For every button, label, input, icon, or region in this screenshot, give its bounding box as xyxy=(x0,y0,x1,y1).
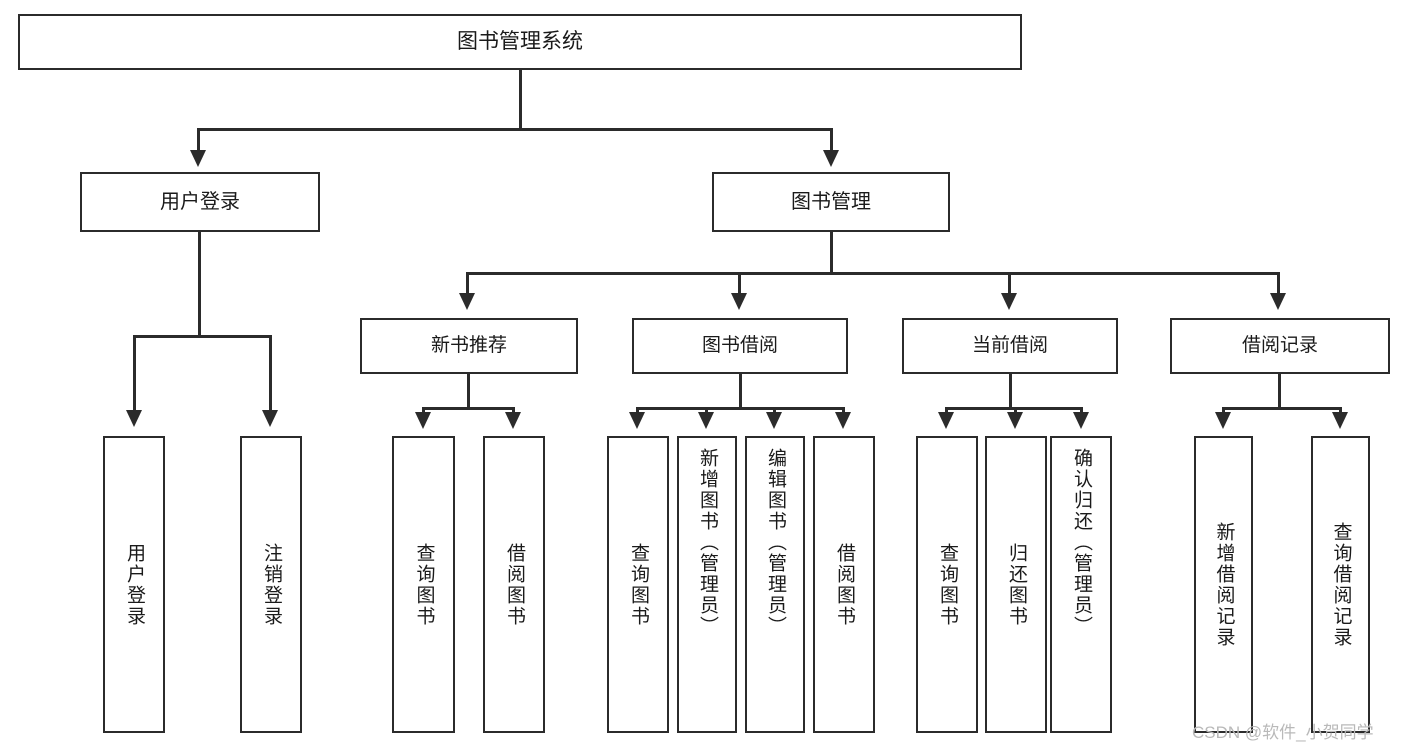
node-label: 借阅记录 xyxy=(1241,335,1318,357)
arrow-user-login-to-leaf-1 xyxy=(262,410,278,427)
connector-book-borrow-bus xyxy=(636,407,844,410)
leaf-add-book-admin[interactable]: 新增图书（管理员） xyxy=(677,436,737,733)
leaf-label: 查询图书 xyxy=(413,542,435,627)
node-borrow-records[interactable]: 借阅记录 xyxy=(1170,318,1390,374)
node-book-management[interactable]: 图书管理 xyxy=(712,172,950,232)
leaf-label: 注销登录 xyxy=(260,542,282,627)
leaf-label: 编辑图书（管理员） xyxy=(764,448,786,637)
node-label: 当前借阅 xyxy=(971,335,1048,357)
leaf-label: 查询借阅记录 xyxy=(1330,521,1352,648)
leaf-label: 确认归还（管理员） xyxy=(1070,448,1092,637)
node-new-book-recommend[interactable]: 新书推荐 xyxy=(360,318,578,374)
leaf-borrow-books-borrow[interactable]: 借阅图书 xyxy=(813,436,875,733)
node-label: 新书推荐 xyxy=(430,335,507,357)
leaf-edit-book-admin[interactable]: 编辑图书（管理员） xyxy=(745,436,805,733)
arrow-bm-to-book-borrow xyxy=(731,293,747,310)
connector-root-to-user-login xyxy=(197,128,200,153)
connector-bb-to-leaf-2 xyxy=(773,407,776,414)
leaf-label: 归还图书 xyxy=(1005,542,1027,627)
arrow-cb-to-leaf-0 xyxy=(938,412,954,429)
leaf-label: 新增借阅记录 xyxy=(1213,521,1235,648)
connector-bm-to-book-borrow xyxy=(738,272,741,296)
leaf-query-books-recommend[interactable]: 查询图书 xyxy=(392,436,455,733)
arrow-root-to-book-management xyxy=(823,150,839,167)
arrow-bb-to-leaf-3 xyxy=(835,412,851,429)
connector-new-books-to-leaf-0 xyxy=(422,407,425,414)
node-label: 图书借阅 xyxy=(701,335,778,357)
connector-current-borrow-stem xyxy=(1009,374,1012,409)
leaf-confirm-return-admin[interactable]: 确认归还（管理员） xyxy=(1050,436,1112,733)
connector-book-management-bus xyxy=(466,272,1278,275)
arrow-cb-to-leaf-2 xyxy=(1073,412,1089,429)
connector-bb-to-leaf-3 xyxy=(842,407,845,414)
arrow-bm-to-current-borrow xyxy=(1001,293,1017,310)
arrow-new-books-to-leaf-0 xyxy=(415,412,431,429)
arrow-br-to-leaf-0 xyxy=(1215,412,1231,429)
arrow-bm-to-borrow-records xyxy=(1270,293,1286,310)
connector-bb-to-leaf-0 xyxy=(636,407,639,414)
arrow-br-to-leaf-1 xyxy=(1332,412,1348,429)
connector-borrow-records-bus xyxy=(1222,407,1341,410)
leaf-query-books-current[interactable]: 查询图书 xyxy=(916,436,978,733)
connector-new-books-to-leaf-1 xyxy=(512,407,515,414)
arrow-bb-to-leaf-1 xyxy=(698,412,714,429)
leaf-label: 借阅图书 xyxy=(833,542,855,627)
connector-br-to-leaf-1 xyxy=(1339,407,1342,414)
connector-cb-to-leaf-1 xyxy=(1014,407,1017,414)
connector-borrow-records-stem xyxy=(1278,374,1281,409)
leaf-label: 新增图书（管理员） xyxy=(696,448,718,637)
leaf-borrow-books-recommend[interactable]: 借阅图书 xyxy=(483,436,545,733)
connector-root-to-book-management xyxy=(830,128,833,153)
node-book-borrow[interactable]: 图书借阅 xyxy=(632,318,848,374)
connector-br-to-leaf-0 xyxy=(1222,407,1225,414)
connector-bm-to-new-books xyxy=(466,272,469,296)
connector-book-borrow-stem xyxy=(739,374,742,409)
arrow-new-books-to-leaf-1 xyxy=(505,412,521,429)
connector-cb-to-leaf-2 xyxy=(1080,407,1083,414)
connector-book-management-stem xyxy=(830,232,833,274)
arrow-bm-to-new-books xyxy=(459,293,475,310)
node-label: 图书管理系统 xyxy=(457,29,583,53)
leaf-return-books[interactable]: 归还图书 xyxy=(985,436,1047,733)
node-current-borrow[interactable]: 当前借阅 xyxy=(902,318,1118,374)
node-user-login[interactable]: 用户登录 xyxy=(80,172,320,232)
arrow-user-login-to-leaf-0 xyxy=(126,410,142,427)
connector-new-books-bus xyxy=(422,407,514,410)
connector-cb-to-leaf-0 xyxy=(945,407,948,414)
connector-current-borrow-bus xyxy=(945,407,1082,410)
leaf-label: 借阅图书 xyxy=(503,542,525,627)
leaf-add-borrow-record[interactable]: 新增借阅记录 xyxy=(1194,436,1253,733)
leaf-logout[interactable]: 注销登录 xyxy=(240,436,302,733)
arrow-bb-to-leaf-2 xyxy=(766,412,782,429)
connector-user-login-bus xyxy=(133,335,272,338)
arrow-cb-to-leaf-1 xyxy=(1007,412,1023,429)
csdn-watermark: CSDN @软件_小贺同学 xyxy=(1192,723,1374,742)
connector-new-books-stem xyxy=(467,374,470,409)
connector-root-bus xyxy=(197,128,833,131)
node-label: 用户登录 xyxy=(160,190,240,213)
arrow-bb-to-leaf-0 xyxy=(629,412,645,429)
connector-bm-to-borrow-records xyxy=(1277,272,1280,296)
arrow-root-to-user-login xyxy=(190,150,206,167)
connector-user-login-stem xyxy=(198,232,201,337)
connector-root-stem xyxy=(519,70,522,128)
connector-user-login-to-leaf-0 xyxy=(133,335,136,413)
leaf-query-borrow-record[interactable]: 查询借阅记录 xyxy=(1311,436,1370,733)
connector-user-login-to-leaf-1 xyxy=(269,335,272,413)
leaf-label: 查询图书 xyxy=(627,542,649,627)
connector-bb-to-leaf-1 xyxy=(705,407,708,414)
node-root-book-management-system[interactable]: 图书管理系统 xyxy=(18,14,1022,70)
leaf-label: 查询图书 xyxy=(936,542,958,627)
connector-bm-to-current-borrow xyxy=(1008,272,1011,296)
leaf-query-books-borrow[interactable]: 查询图书 xyxy=(607,436,669,733)
leaf-user-login[interactable]: 用户登录 xyxy=(103,436,165,733)
leaf-label: 用户登录 xyxy=(123,542,145,627)
node-label: 图书管理 xyxy=(791,190,871,213)
